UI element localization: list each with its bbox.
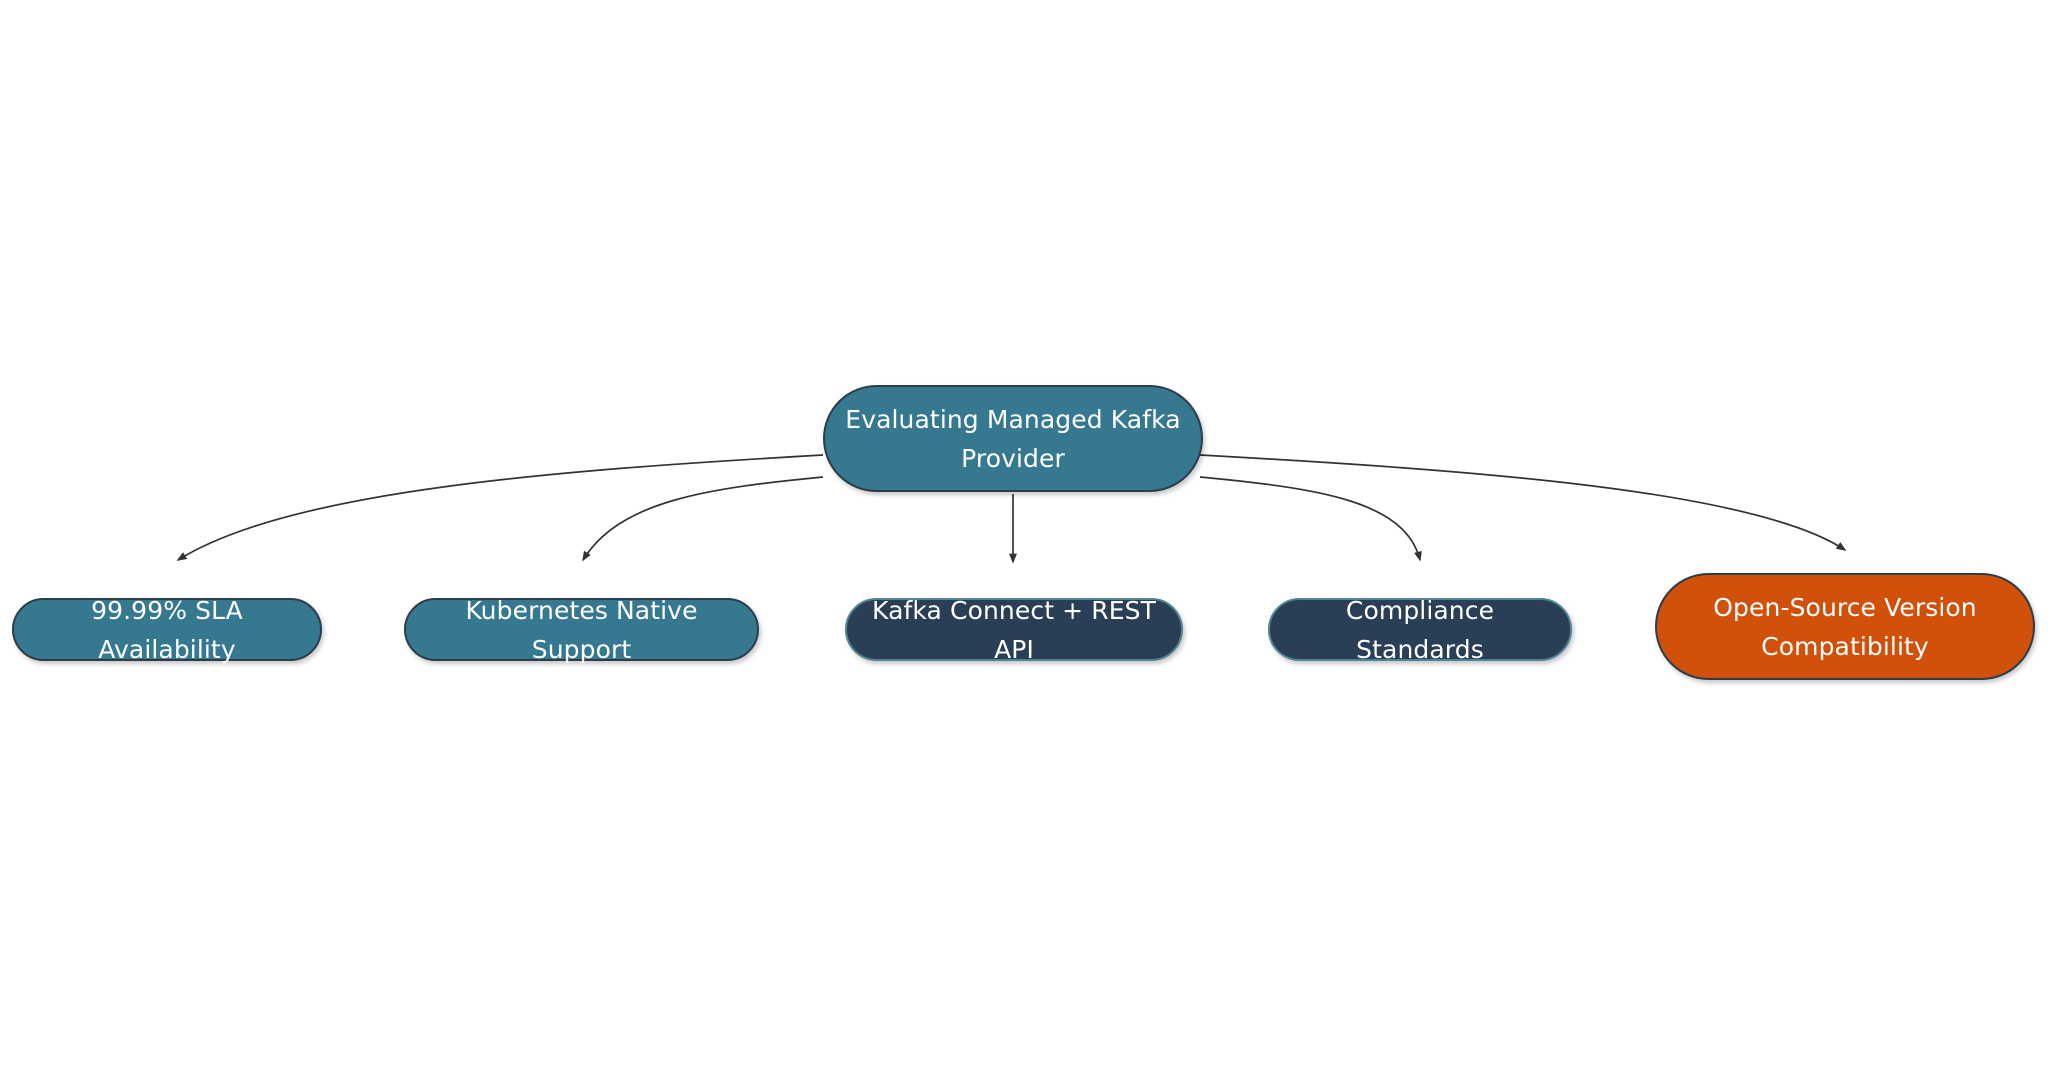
node-open-source-version-compatibility-label: Open-Source Version Compatibility [1713, 592, 1977, 661]
node-compliance-standards[interactable]: Compliance Standards [1268, 596, 1572, 664]
edge-root-to-kubernetes-native-support [582, 476, 824, 562]
node-compliance-standards-label: Compliance Standards [1345, 595, 1495, 664]
node-kafka-connect-rest-api-label: Kafka Connect + REST API [872, 595, 1156, 664]
node-open-source-version-compatibility[interactable]: Open-Source Version Compatibility [1655, 573, 2035, 680]
node-kubernetes-native-support[interactable]: Kubernetes Native Support [404, 596, 759, 664]
node-root[interactable]: Evaluating Managed Kafka Provider [823, 385, 1203, 492]
edge-root-to-compliance-standards [1199, 476, 1422, 562]
node-sla-availability-label: 99.99% SLA Availability [91, 595, 243, 664]
node-kafka-connect-rest-api[interactable]: Kafka Connect + REST API [845, 596, 1183, 664]
node-sla-availability[interactable]: 99.99% SLA Availability [12, 596, 322, 664]
node-root-label: Evaluating Managed Kafka Provider [845, 404, 1181, 473]
node-kubernetes-native-support-label: Kubernetes Native Support [465, 595, 698, 664]
edge-root-to-open-source-version-compatibility [1199, 454, 1847, 551]
edge-root-to-99-99-sla-availability [176, 454, 824, 561]
